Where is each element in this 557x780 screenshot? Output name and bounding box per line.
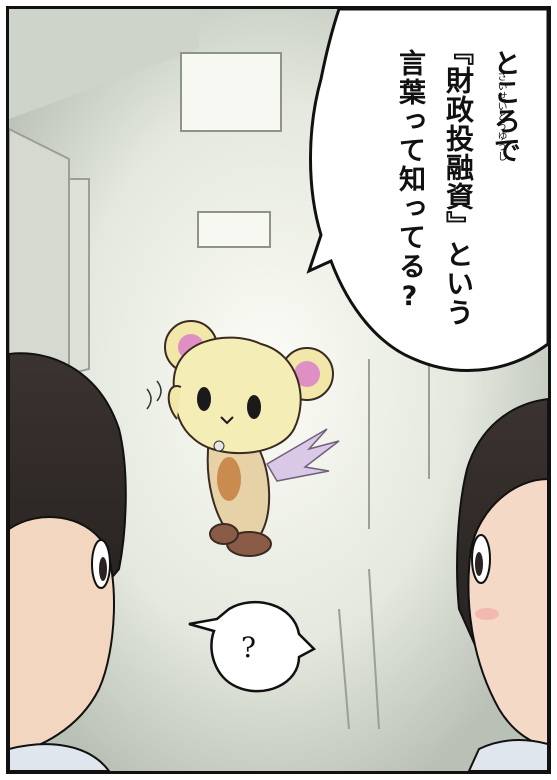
speech-line-2: 『財政投融資』という — [442, 37, 475, 327]
right-character — [456, 397, 548, 771]
left-character — [9, 352, 127, 771]
manga-panel: ところで ざいせいとうゆうし 『財政投融資』という 言葉って知ってる? ? — [6, 6, 551, 774]
question-mark: ? — [241, 631, 257, 664]
bear-mascot — [146, 320, 340, 557]
speech-line-3: 言葉って知ってる? — [394, 49, 425, 314]
speech-line-1: ところで — [489, 49, 520, 165]
furigana: ざいせいとうゆうし — [495, 71, 506, 161]
speech-bubble — [306, 9, 548, 372]
ceiling-lights — [180, 52, 282, 248]
question-bubble — [188, 600, 317, 693]
corridor-scene — [9, 9, 548, 771]
